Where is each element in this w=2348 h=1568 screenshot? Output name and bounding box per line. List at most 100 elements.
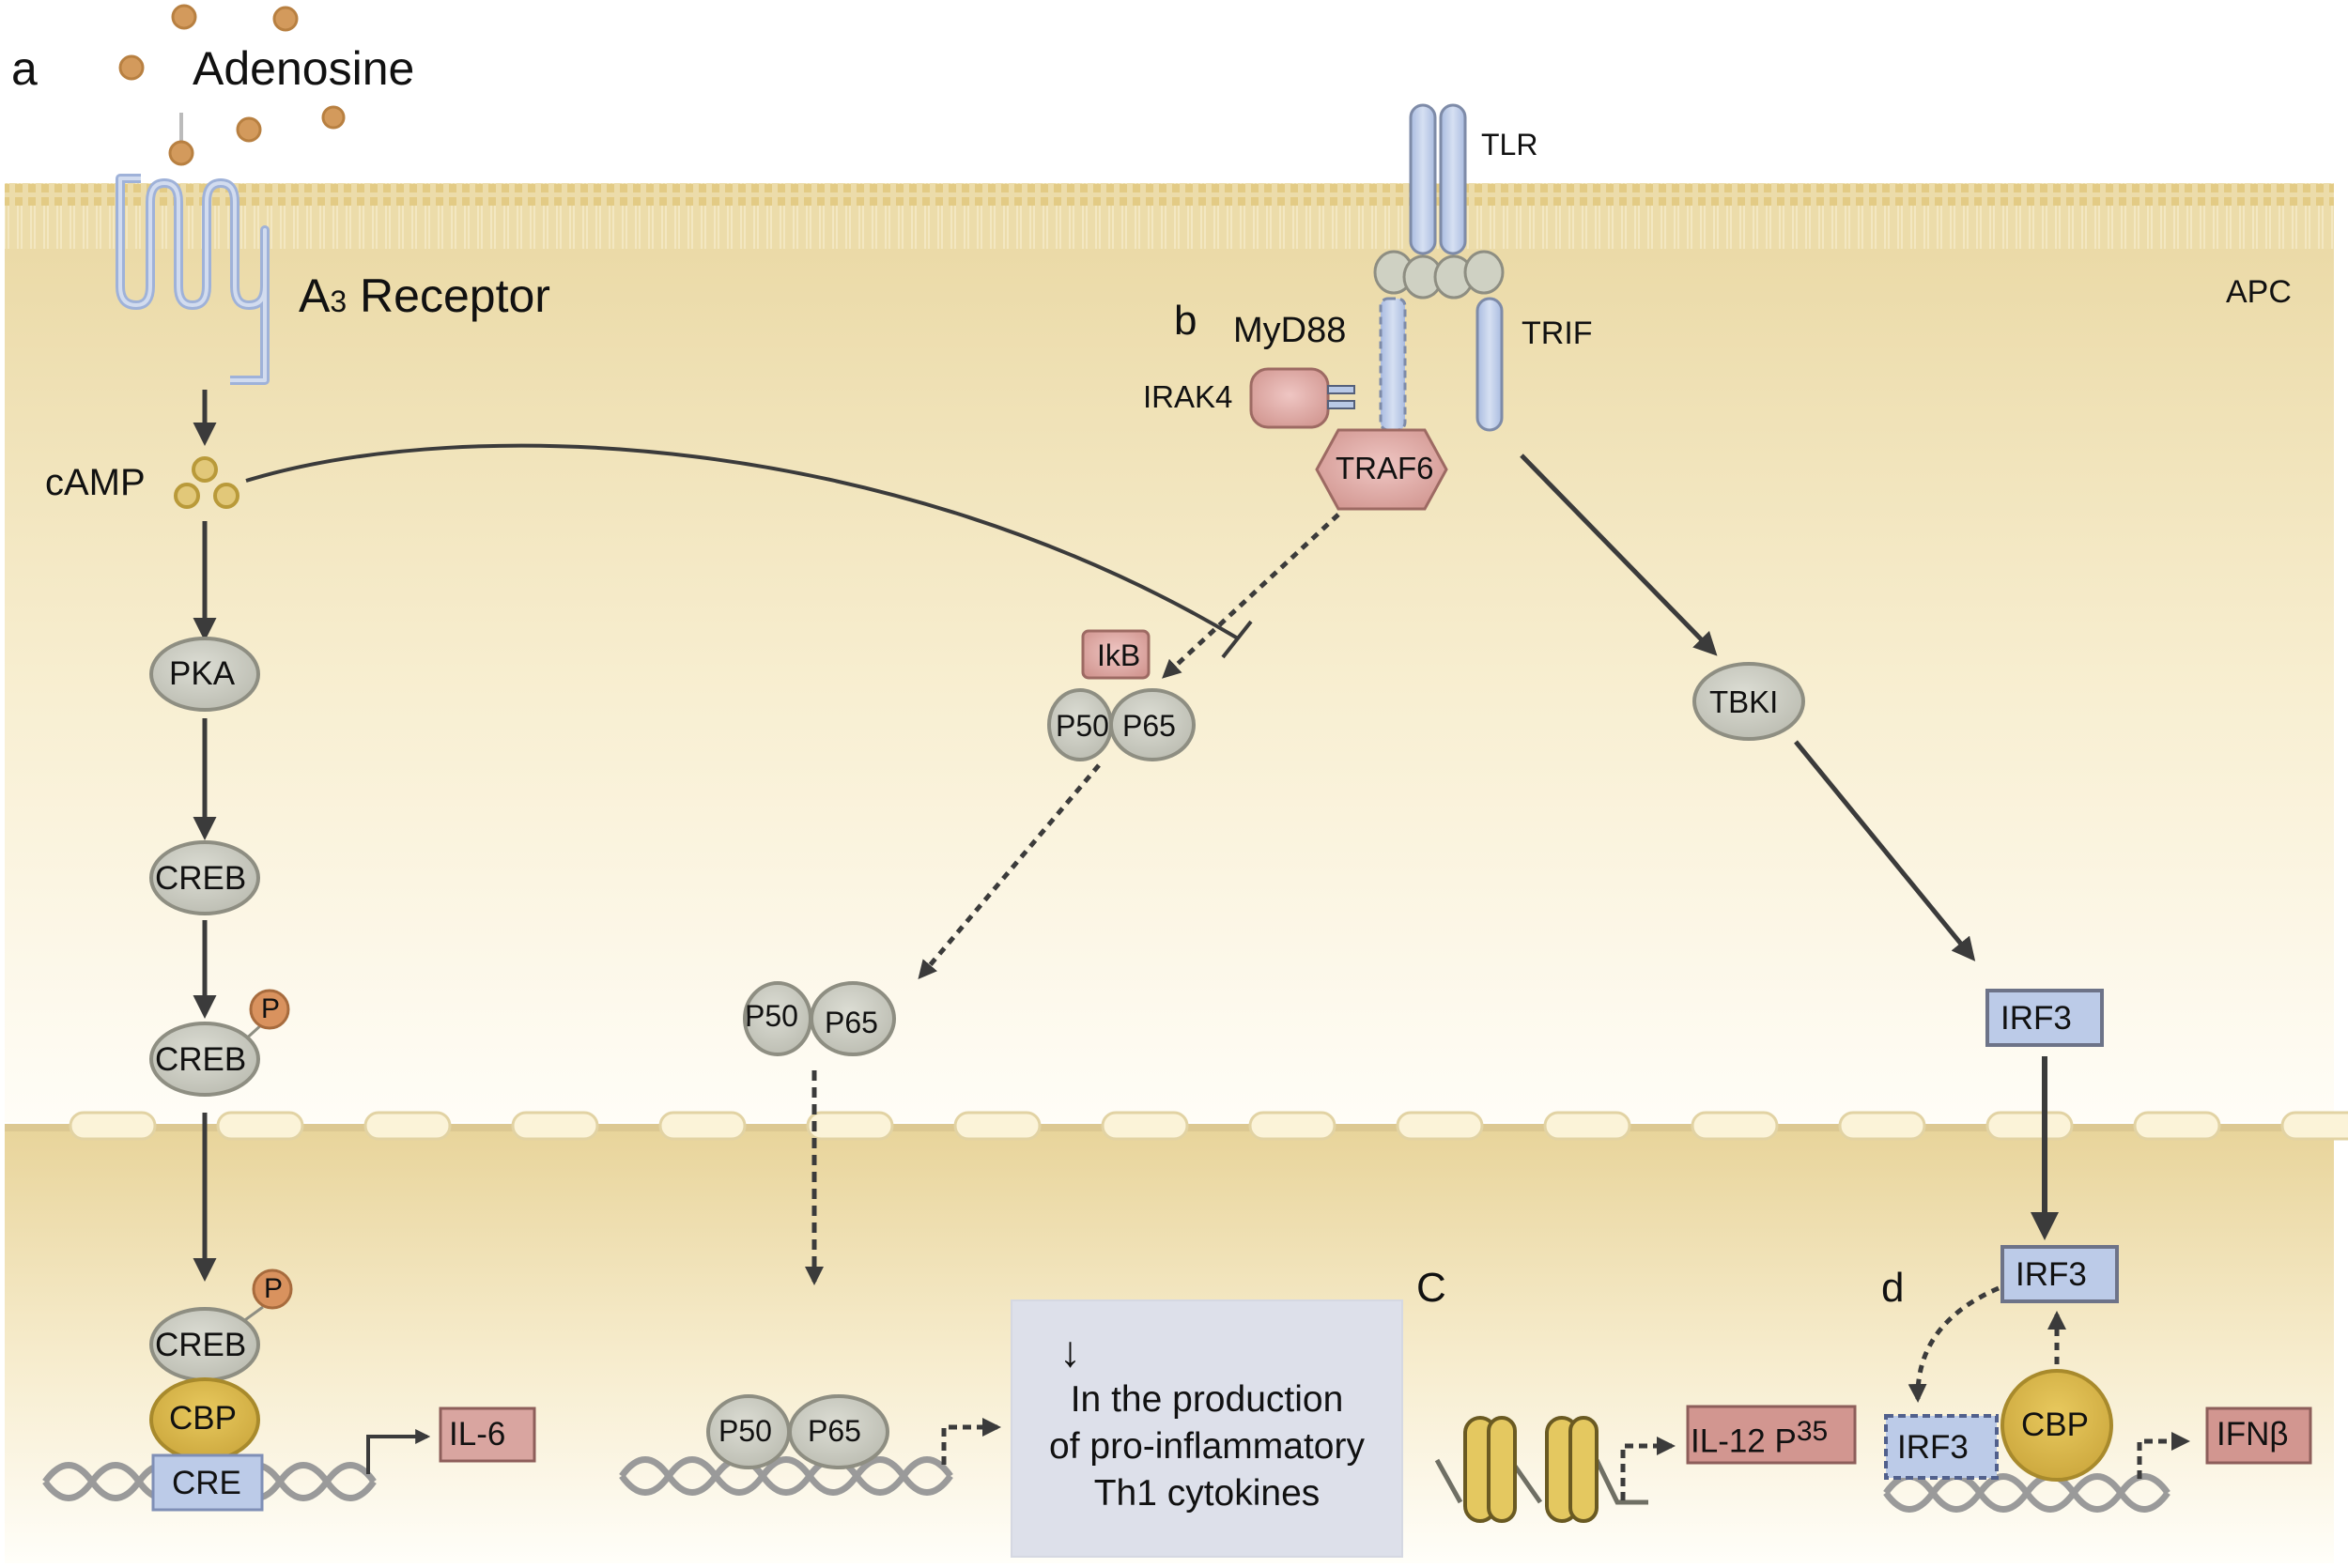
a3-receptor-label: A3 Receptor: [299, 272, 550, 319]
il6-box: [439, 1407, 536, 1463]
ifnb-box: [2205, 1407, 2312, 1465]
tir-domains: [1373, 250, 1505, 300]
note-line-3: Th1 cytokines: [1093, 1473, 1321, 1514]
tlr-chain-1: [1409, 103, 1437, 255]
nuclear-pore: [216, 1111, 304, 1141]
dna-c: [619, 1456, 953, 1496]
p65-label-nuclear: P65: [808, 1414, 861, 1448]
a3-receptor-suffix: Receptor: [347, 269, 550, 322]
il12-label-main: IL-12 P: [1691, 1422, 1797, 1460]
cre-label: CRE: [172, 1465, 241, 1501]
cre-box: [151, 1453, 264, 1512]
phospho-node-2: [252, 1268, 293, 1310]
panel-label-c: C: [1416, 1265, 1446, 1311]
pcreb-label: CREB: [155, 1041, 247, 1078]
a3-receptor-subscript: 3: [330, 284, 348, 318]
irf3-box-nuclear: [2000, 1245, 2119, 1303]
il12-label-sup: 35: [1796, 1416, 1829, 1447]
p65-label-cyto2: P65: [825, 1006, 878, 1039]
tbki-label: TBKI: [1709, 684, 1779, 719]
a3-receptor-letter: A: [299, 269, 331, 322]
dna-nucleosome: [1434, 1458, 1648, 1505]
dna-d: [1883, 1473, 2170, 1513]
nuclear-pore: [363, 1111, 452, 1141]
nuclear-pore: [69, 1111, 157, 1141]
p65-label-cyto1: P65: [1122, 709, 1176, 743]
arrow-nfkb-release: [918, 763, 1101, 980]
phospho-label-1: P: [261, 993, 281, 1024]
arrow-transcription-il6: [366, 1429, 431, 1474]
arrow-transcription-nfkb: [941, 1418, 1001, 1465]
cbp-label-d: CBP: [2021, 1407, 2089, 1443]
irf3-box-cyto: [1985, 989, 2104, 1047]
pka-label: PKA: [169, 655, 236, 692]
adenosine-molecules: [118, 4, 346, 166]
inhibition-camp-to-traf6-ikb: [245, 443, 1240, 640]
arrow-traf6-to-ikb: [1162, 513, 1340, 679]
creb-node: [149, 840, 260, 915]
ikb-box: [1081, 629, 1151, 680]
irf3-label-cyto: IRF3: [2000, 1000, 2072, 1037]
adenosine-label: Adenosine: [193, 42, 415, 95]
nuclear-pore: [1101, 1111, 1189, 1141]
cytoplasm: [5, 183, 2334, 1122]
down-arrow-icon: ↓: [1059, 1327, 1081, 1376]
nuclear-pore: [1543, 1111, 1631, 1141]
plasma-membrane: [5, 183, 2334, 249]
nuclear-pore: [658, 1111, 747, 1141]
nuclear-pore: [1838, 1111, 1926, 1141]
irf3-label-dna: IRF3: [1897, 1429, 1969, 1466]
ikb-label: IkB: [1097, 638, 1141, 672]
cytokine-note-text: In the production of pro-inflammatory Th…: [1012, 1376, 1401, 1517]
arrow-transcription-il12: [1620, 1437, 1676, 1500]
nuclear-pore: [511, 1111, 599, 1141]
nucleosomes: [1463, 1416, 1599, 1523]
creb-label: CREB: [155, 860, 247, 897]
il6-label: IL-6: [449, 1416, 506, 1453]
p50-label-cyto2: P50: [745, 999, 798, 1033]
trif-shape: [1475, 297, 1504, 432]
myd88-label: MyD88: [1233, 311, 1347, 350]
note-line-1: In the production: [1070, 1379, 1344, 1420]
il12-box: [1686, 1405, 1857, 1465]
arrow-trif-to-tbki: [1520, 453, 1718, 656]
phospho-label-2: P: [264, 1273, 284, 1304]
myd88-shape: [1379, 297, 1407, 432]
arrow-tbki-to-irf3: [1794, 740, 1976, 961]
p65-node-cyto2: [810, 981, 896, 1056]
tlr-label: TLR: [1481, 128, 1538, 161]
nuclear-pore: [806, 1111, 894, 1141]
creb-nuclear-label: CREB: [155, 1327, 247, 1363]
traf6-shape: [1315, 428, 1448, 511]
note-line-2: of pro-inflammatory: [1049, 1426, 1365, 1467]
p65-node-nuclear: [788, 1394, 889, 1469]
nuclear-pore: [2280, 1111, 2348, 1141]
pcreb-node: [149, 1022, 260, 1097]
il12-label: IL-12 P35: [1691, 1418, 1828, 1458]
pka-node: [149, 637, 260, 712]
p50-label-nuclear: P50: [718, 1414, 772, 1448]
p65-node-cyto1: [1109, 688, 1196, 761]
camp-molecules: [174, 456, 239, 509]
irak4-shape: [1249, 367, 1330, 429]
cytokine-note-box: ↓ In the production of pro-inflammatory …: [1011, 1299, 1403, 1558]
panel-label-a: a: [11, 42, 38, 95]
nuclear-pore: [953, 1111, 1042, 1141]
arrow-irf3-dimer: [1908, 1285, 2000, 1403]
traf6-label: TRAF6: [1336, 451, 1434, 485]
trif-label: TRIF: [1522, 315, 1593, 351]
irf3-box-dna: [1884, 1414, 1999, 1480]
apc-label: APC: [2226, 274, 2292, 310]
camp-label: cAMP: [45, 462, 146, 503]
nuclear-pores: [69, 1111, 2348, 1141]
cbp-label-a: CBP: [169, 1400, 237, 1437]
nuclear-pore: [1396, 1111, 1484, 1141]
nuclear-pore: [1985, 1111, 2074, 1141]
phospho-node-1: [249, 989, 290, 1030]
panel-label-d: d: [1881, 1265, 1905, 1311]
tbki-node: [1692, 662, 1805, 741]
nuclear-pore: [1691, 1111, 1779, 1141]
p50-label-cyto1: P50: [1056, 709, 1109, 743]
